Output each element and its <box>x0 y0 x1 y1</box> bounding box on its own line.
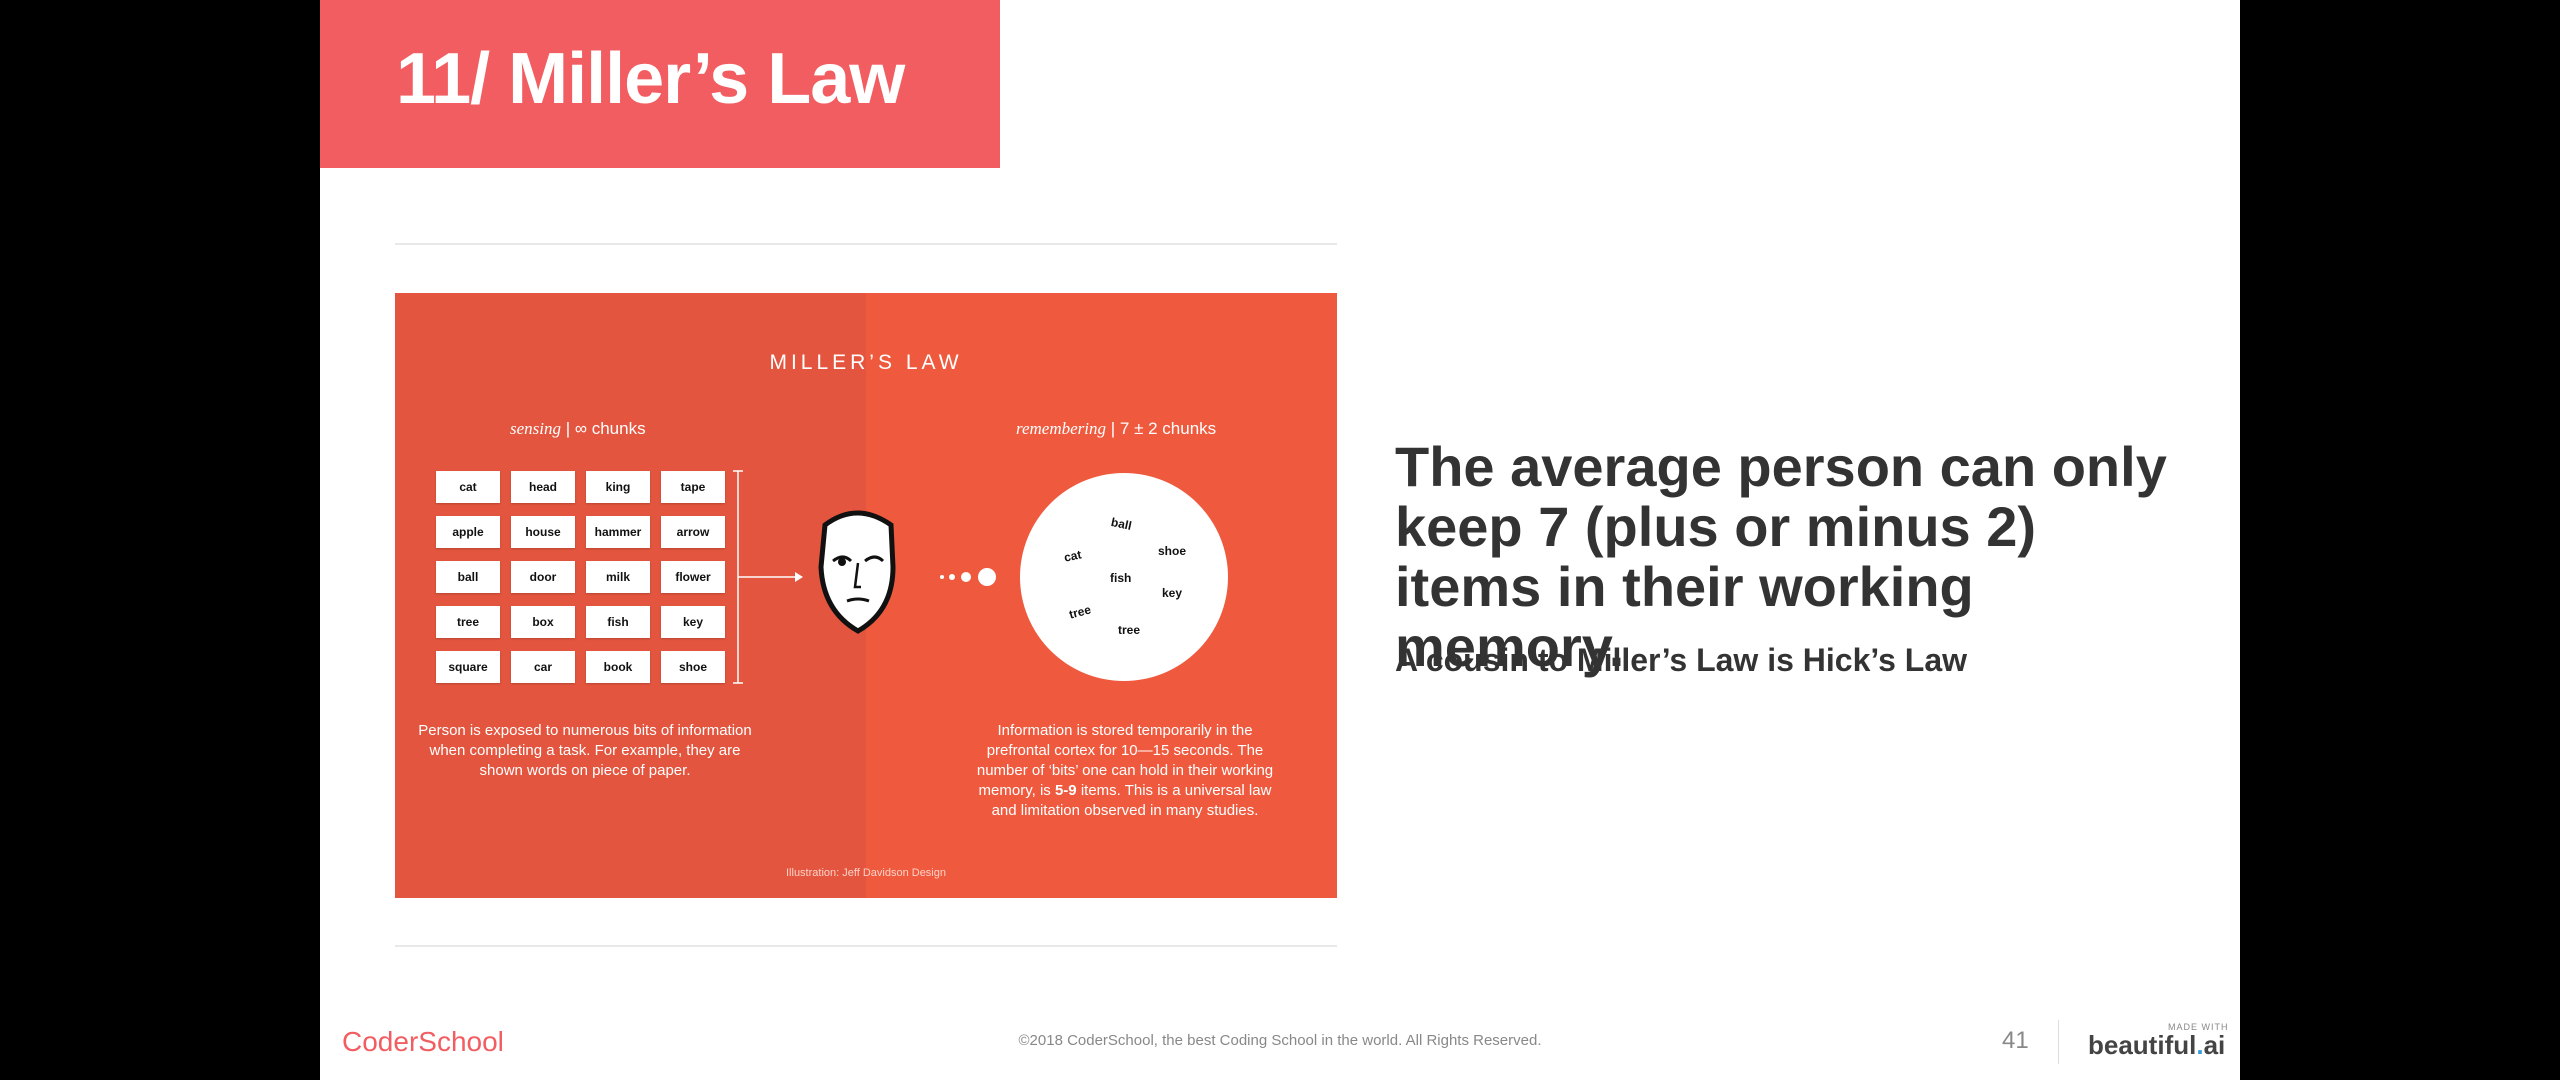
title-banner: 11/ Miller’s Law <box>320 0 1000 168</box>
word-card: square <box>436 651 500 683</box>
word-card: house <box>511 516 575 548</box>
remembering-label: remembering | 7 ± 2 chunks <box>1016 419 1216 439</box>
millers-law-illustration: MILLER’S LAW sensing | ∞ chunks remember… <box>395 293 1337 898</box>
sensing-description: Person is exposed to numerous bits of in… <box>418 722 752 779</box>
word-card: door <box>511 561 575 593</box>
word-card: tree <box>436 606 500 638</box>
illustration-title: MILLER’S LAW <box>769 351 963 374</box>
thought-dot-2 <box>949 574 955 580</box>
word-card: ball <box>436 561 500 593</box>
memory-bubble <box>1020 473 1228 681</box>
word-card: book <box>586 651 650 683</box>
word-card: tape <box>661 471 725 503</box>
word-card: box <box>511 606 575 638</box>
memory-word: key <box>1162 586 1183 600</box>
word-card: hammer <box>586 516 650 548</box>
beautiful-ai-logo-text: beautiful <box>2088 1030 2197 1060</box>
word-card: shoe <box>661 651 725 683</box>
thought-dot-4 <box>978 568 996 586</box>
page-number: 41 <box>2002 1027 2029 1054</box>
sensing-label-rest: | ∞ chunks <box>565 419 646 438</box>
made-with-label: MADE WITH <box>2168 1022 2229 1032</box>
footer-copyright: ©2018 CoderSchool, the best Coding Schoo… <box>1018 1032 1542 1049</box>
remembering-description-bold: 5-9 <box>1054 782 1077 799</box>
slide: 11/ Miller’s Law <box>320 0 2240 1080</box>
memory-word: fish <box>1110 571 1132 585</box>
beautiful-ai-logo-suffix: ai <box>2203 1030 2226 1060</box>
remembering-label-rest: | 7 ± 2 chunks <box>1110 419 1217 438</box>
divider-top <box>395 243 1337 245</box>
word-card: car <box>511 651 575 683</box>
word-grid: cat head king tape apple house hammer ar… <box>436 471 725 683</box>
remembering-description-part2: items. This is a universal law and limit… <box>991 782 1272 819</box>
sensing-label-italic: sensing <box>510 419 561 438</box>
coderschool-logo: CoderSchool <box>342 1026 504 1057</box>
face-icon <box>818 510 896 634</box>
word-card: flower <box>661 561 725 593</box>
beautiful-ai-logo[interactable]: beautiful.ai <box>2088 1030 2225 1061</box>
memory-word: tree <box>1118 623 1141 637</box>
remembering-description: Information is stored temporarily in the… <box>965 721 1285 821</box>
word-card: fish <box>586 606 650 638</box>
arrow-head <box>795 572 803 582</box>
beautiful-ai-logo-dot: . <box>2196 1030 2204 1060</box>
remembering-description-part1: Information is stored temporarily in the… <box>976 722 1274 799</box>
word-card: head <box>511 471 575 503</box>
illustration-graphics <box>733 470 1228 684</box>
remembering-label-italic: remembering <box>1016 419 1107 438</box>
slide-title: 11/ Miller’s Law <box>396 39 905 119</box>
thought-dot-3 <box>961 572 971 582</box>
thought-dot-1 <box>940 575 944 579</box>
divider-bottom <box>395 945 1337 947</box>
subheadline: A cousin to Miller’s Law is Hick’s Law <box>1395 642 1967 678</box>
word-card: arrow <box>661 516 725 548</box>
word-card: milk <box>586 561 650 593</box>
headline: The average person can only keep 7 (plus… <box>1395 435 2167 678</box>
word-card: cat <box>436 471 500 503</box>
word-card: king <box>586 471 650 503</box>
illustration-credit: Illustration: Jeff Davidson Design <box>786 867 946 879</box>
footer-separator <box>2058 1020 2059 1064</box>
memory-word: shoe <box>1158 544 1187 558</box>
word-card: apple <box>436 516 500 548</box>
sensing-label: sensing | ∞ chunks <box>510 419 646 439</box>
word-card: key <box>661 606 725 638</box>
